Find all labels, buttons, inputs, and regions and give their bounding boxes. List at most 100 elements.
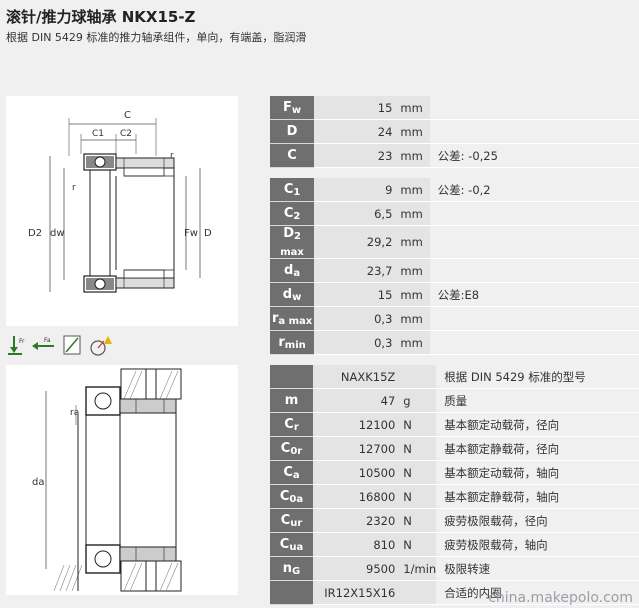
cell-unit: 1/min: [401, 556, 437, 581]
cell-note: 基本额定静载荷，径向: [436, 436, 639, 461]
cell-symbol: C2: [270, 201, 315, 226]
cell-symbol: Cua: [270, 532, 314, 557]
label-d2: D2: [28, 228, 42, 239]
cell-symbol: C0r: [270, 436, 314, 461]
cell-note: 基本额定静载荷，轴向: [436, 484, 639, 509]
cell-symbol: C0a: [270, 484, 314, 509]
cell-note: 公差: -0,2: [429, 178, 639, 202]
svg-text:Fr: Fr: [19, 338, 25, 345]
cell-note: 根据 DIN 5429 标准的型号: [436, 365, 639, 389]
cell-unit: [401, 365, 437, 389]
cell-unit: mm: [398, 201, 430, 226]
cell-symbol: [270, 365, 314, 389]
table-row: NAXK15Z 根据 DIN 5429 标准的型号: [270, 365, 639, 389]
cell-unit: N: [401, 484, 437, 509]
cell-note: 疲劳极限载荷，轴向: [436, 532, 639, 557]
cell-value: 12700: [313, 436, 402, 461]
cell-value: 15: [314, 96, 399, 120]
misalignment-icon: [63, 335, 81, 355]
label-c1: C1: [92, 129, 104, 139]
cell-symbol: D: [270, 119, 315, 144]
cell-value: 810: [313, 532, 402, 557]
cell-value: 23,7: [314, 258, 399, 283]
radial-load-icon: Fr: [8, 336, 25, 355]
svg-text:Fa: Fa: [44, 337, 51, 344]
cell-unit: N: [401, 508, 437, 533]
cell-symbol: Ca: [270, 460, 314, 485]
cell-symbol: m: [270, 388, 314, 413]
label-ra: ra: [70, 408, 79, 418]
cell-note: 公差:E8: [429, 282, 639, 307]
cell-value: NAXK15Z: [313, 365, 402, 389]
cell-value: 23: [314, 143, 399, 168]
cell-symbol: ra max: [270, 306, 315, 331]
cell-unit: mm: [398, 330, 430, 355]
cell-unit: [401, 580, 437, 605]
cell-value: 47: [313, 388, 402, 413]
cell-note: [429, 258, 639, 283]
cell-symbol: C1: [270, 178, 315, 202]
label-dw: dw: [50, 228, 65, 239]
cell-value: 0,3: [314, 306, 399, 331]
cell-value: IR12X15X16: [313, 580, 402, 605]
cell-unit: N: [401, 436, 437, 461]
cell-symbol: C: [270, 143, 315, 168]
cell-note: 公差: -0,25: [429, 143, 639, 168]
cell-value: 24: [314, 119, 399, 144]
cell-value: 9: [314, 178, 399, 202]
page-subtitle: 根据 DIN 5429 标准的推力轴承组件，单向，有端盖，脂润滑: [6, 31, 307, 44]
cell-value: 0,3: [314, 330, 399, 355]
cell-unit: N: [401, 532, 437, 557]
cell-symbol: Cr: [270, 412, 314, 437]
cell-unit: mm: [398, 96, 430, 120]
label-fw: Fw: [184, 228, 198, 239]
cell-unit: mm: [398, 119, 430, 144]
cell-value: 2320: [313, 508, 402, 533]
table-gap: [270, 167, 639, 178]
bearing-dimension-drawing: C C1 C2 r r: [6, 96, 238, 326]
cell-unit: mm: [398, 178, 430, 202]
cell-symbol: [270, 580, 314, 605]
cell-unit: mm: [398, 306, 430, 331]
label-r-left: r: [72, 183, 76, 193]
watermark: china.makepolo.com: [488, 590, 633, 606]
cell-symbol: da: [270, 258, 315, 283]
bearing-section-svg: C C1 C2 r r: [28, 110, 212, 293]
cell-value: 15: [314, 282, 399, 307]
cell-note: [429, 330, 639, 355]
cell-symbol: Cur: [270, 508, 314, 533]
label-d: D: [204, 228, 212, 239]
cell-note: [429, 96, 639, 120]
cell-note: 基本额定动载荷，径向: [436, 412, 639, 437]
label-c: C: [124, 110, 131, 121]
axial-load-icon: Fa: [32, 337, 54, 350]
cell-note: [429, 201, 639, 226]
cell-note: [429, 306, 639, 331]
cell-value: 10500: [313, 460, 402, 485]
cell-note: 质量: [436, 388, 639, 413]
cell-note: 极限转速: [436, 556, 639, 581]
cell-symbol: nG: [270, 556, 314, 581]
cell-symbol: rmin: [270, 330, 315, 355]
speed-icon: [90, 336, 112, 356]
cell-note: 合适的内圈: [436, 580, 639, 605]
cell-unit: mm: [398, 258, 430, 283]
cell-value: 29,2: [314, 225, 399, 259]
